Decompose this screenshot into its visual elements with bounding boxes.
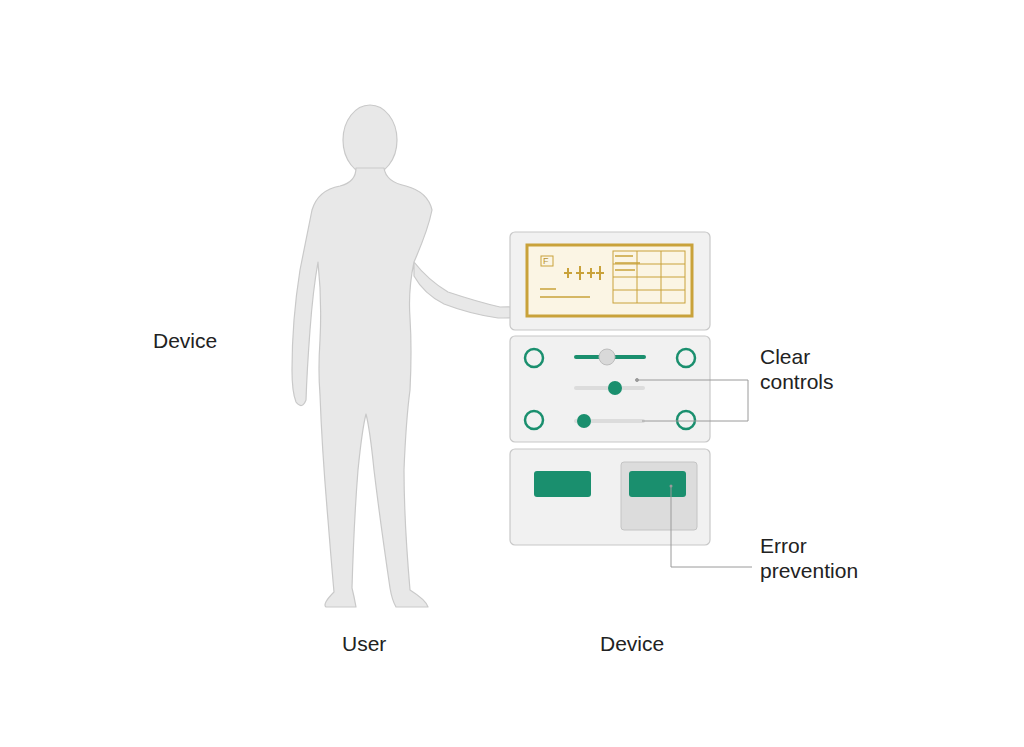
side-label: Device <box>153 328 273 353</box>
part-label: Device <box>600 631 700 656</box>
leader-lines <box>636 379 753 568</box>
part-label: User <box>342 631 422 656</box>
control-panel <box>510 336 710 442</box>
screen-icon-letter: F <box>543 256 553 266</box>
callout-label: Clear controls <box>760 344 870 394</box>
user-figure <box>292 105 535 607</box>
callout-label: Error prevention <box>760 533 890 583</box>
bottom-panel <box>510 449 710 545</box>
device-monitor <box>510 232 710 330</box>
